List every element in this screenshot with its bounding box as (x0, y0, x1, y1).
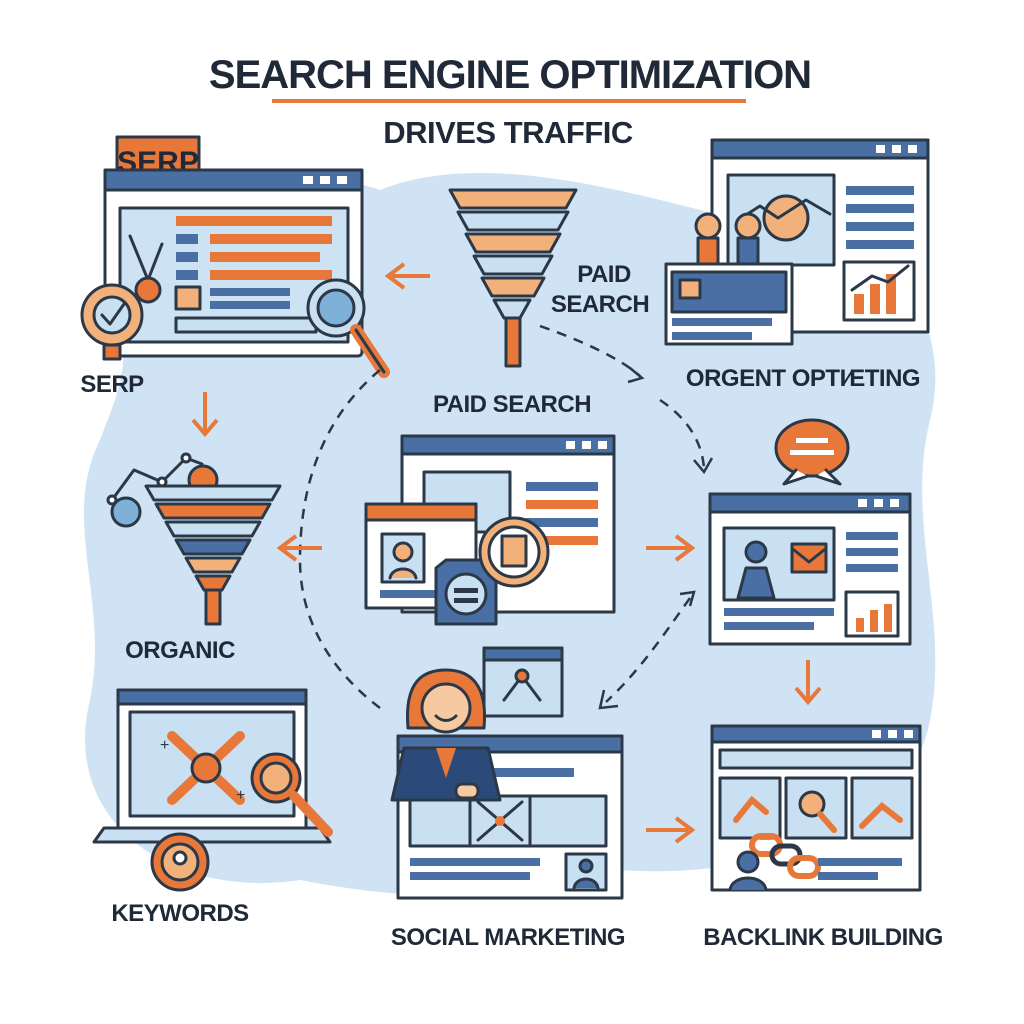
burst-icon (134, 276, 162, 304)
magnifier-icon (250, 752, 333, 837)
paid-search-side-line1: PAID (577, 261, 631, 288)
magnifier-icon (306, 278, 390, 378)
arrow-icon (191, 392, 219, 438)
user-icon (392, 541, 414, 563)
backlink-panel (710, 724, 922, 892)
svg-text:+: + (236, 787, 245, 804)
social-label: SOCIAL MARKETING (391, 924, 625, 951)
serp-panel: SERP SERP (80, 135, 390, 398)
arrow-icon (276, 534, 322, 562)
user-icon (578, 858, 594, 874)
keywords-label: KEYWORDS (111, 900, 249, 927)
flow-arc (659, 398, 706, 469)
target-icon (80, 283, 144, 361)
backlink-label: BACKLINK BUILDING (703, 924, 942, 951)
media-panel (708, 492, 912, 646)
link-icon (749, 833, 821, 879)
flow-arc (539, 324, 641, 377)
content-panel (664, 138, 930, 346)
user-icon (744, 540, 768, 564)
svg-text:+: + (160, 737, 169, 754)
page-title: SEARCH ENGINE OPTIMIZATION (209, 53, 811, 97)
title-underline (272, 99, 746, 103)
organic-funnel (106, 452, 282, 626)
user-icon (420, 682, 472, 734)
serp-label: SERP (80, 371, 144, 398)
social-panel (390, 646, 624, 900)
user-icon (736, 850, 760, 874)
arrow-icon (646, 816, 696, 844)
funnel-icon (448, 188, 578, 368)
arrow-icon (794, 660, 822, 706)
keyword-target-icon (150, 832, 210, 892)
arrow-icon (384, 262, 430, 290)
chat-bubble-icon (774, 418, 850, 486)
user-icon (694, 212, 722, 240)
organic-label: ORGANIC (125, 637, 235, 664)
page-subtitle: DRIVES TRAFFIC (383, 115, 633, 150)
center-hub (364, 434, 616, 626)
user-icon (734, 212, 762, 240)
arrow-icon (646, 534, 696, 562)
flow-arc (298, 369, 381, 709)
chart-icon (842, 260, 916, 322)
content-label: ORGENT OPTI∕ETING (686, 365, 920, 392)
paid-search-label: PAID SEARCH (433, 391, 591, 418)
keywords-laptop: + + (92, 688, 333, 844)
paid-search-side-line2: SEARCH (551, 291, 649, 318)
